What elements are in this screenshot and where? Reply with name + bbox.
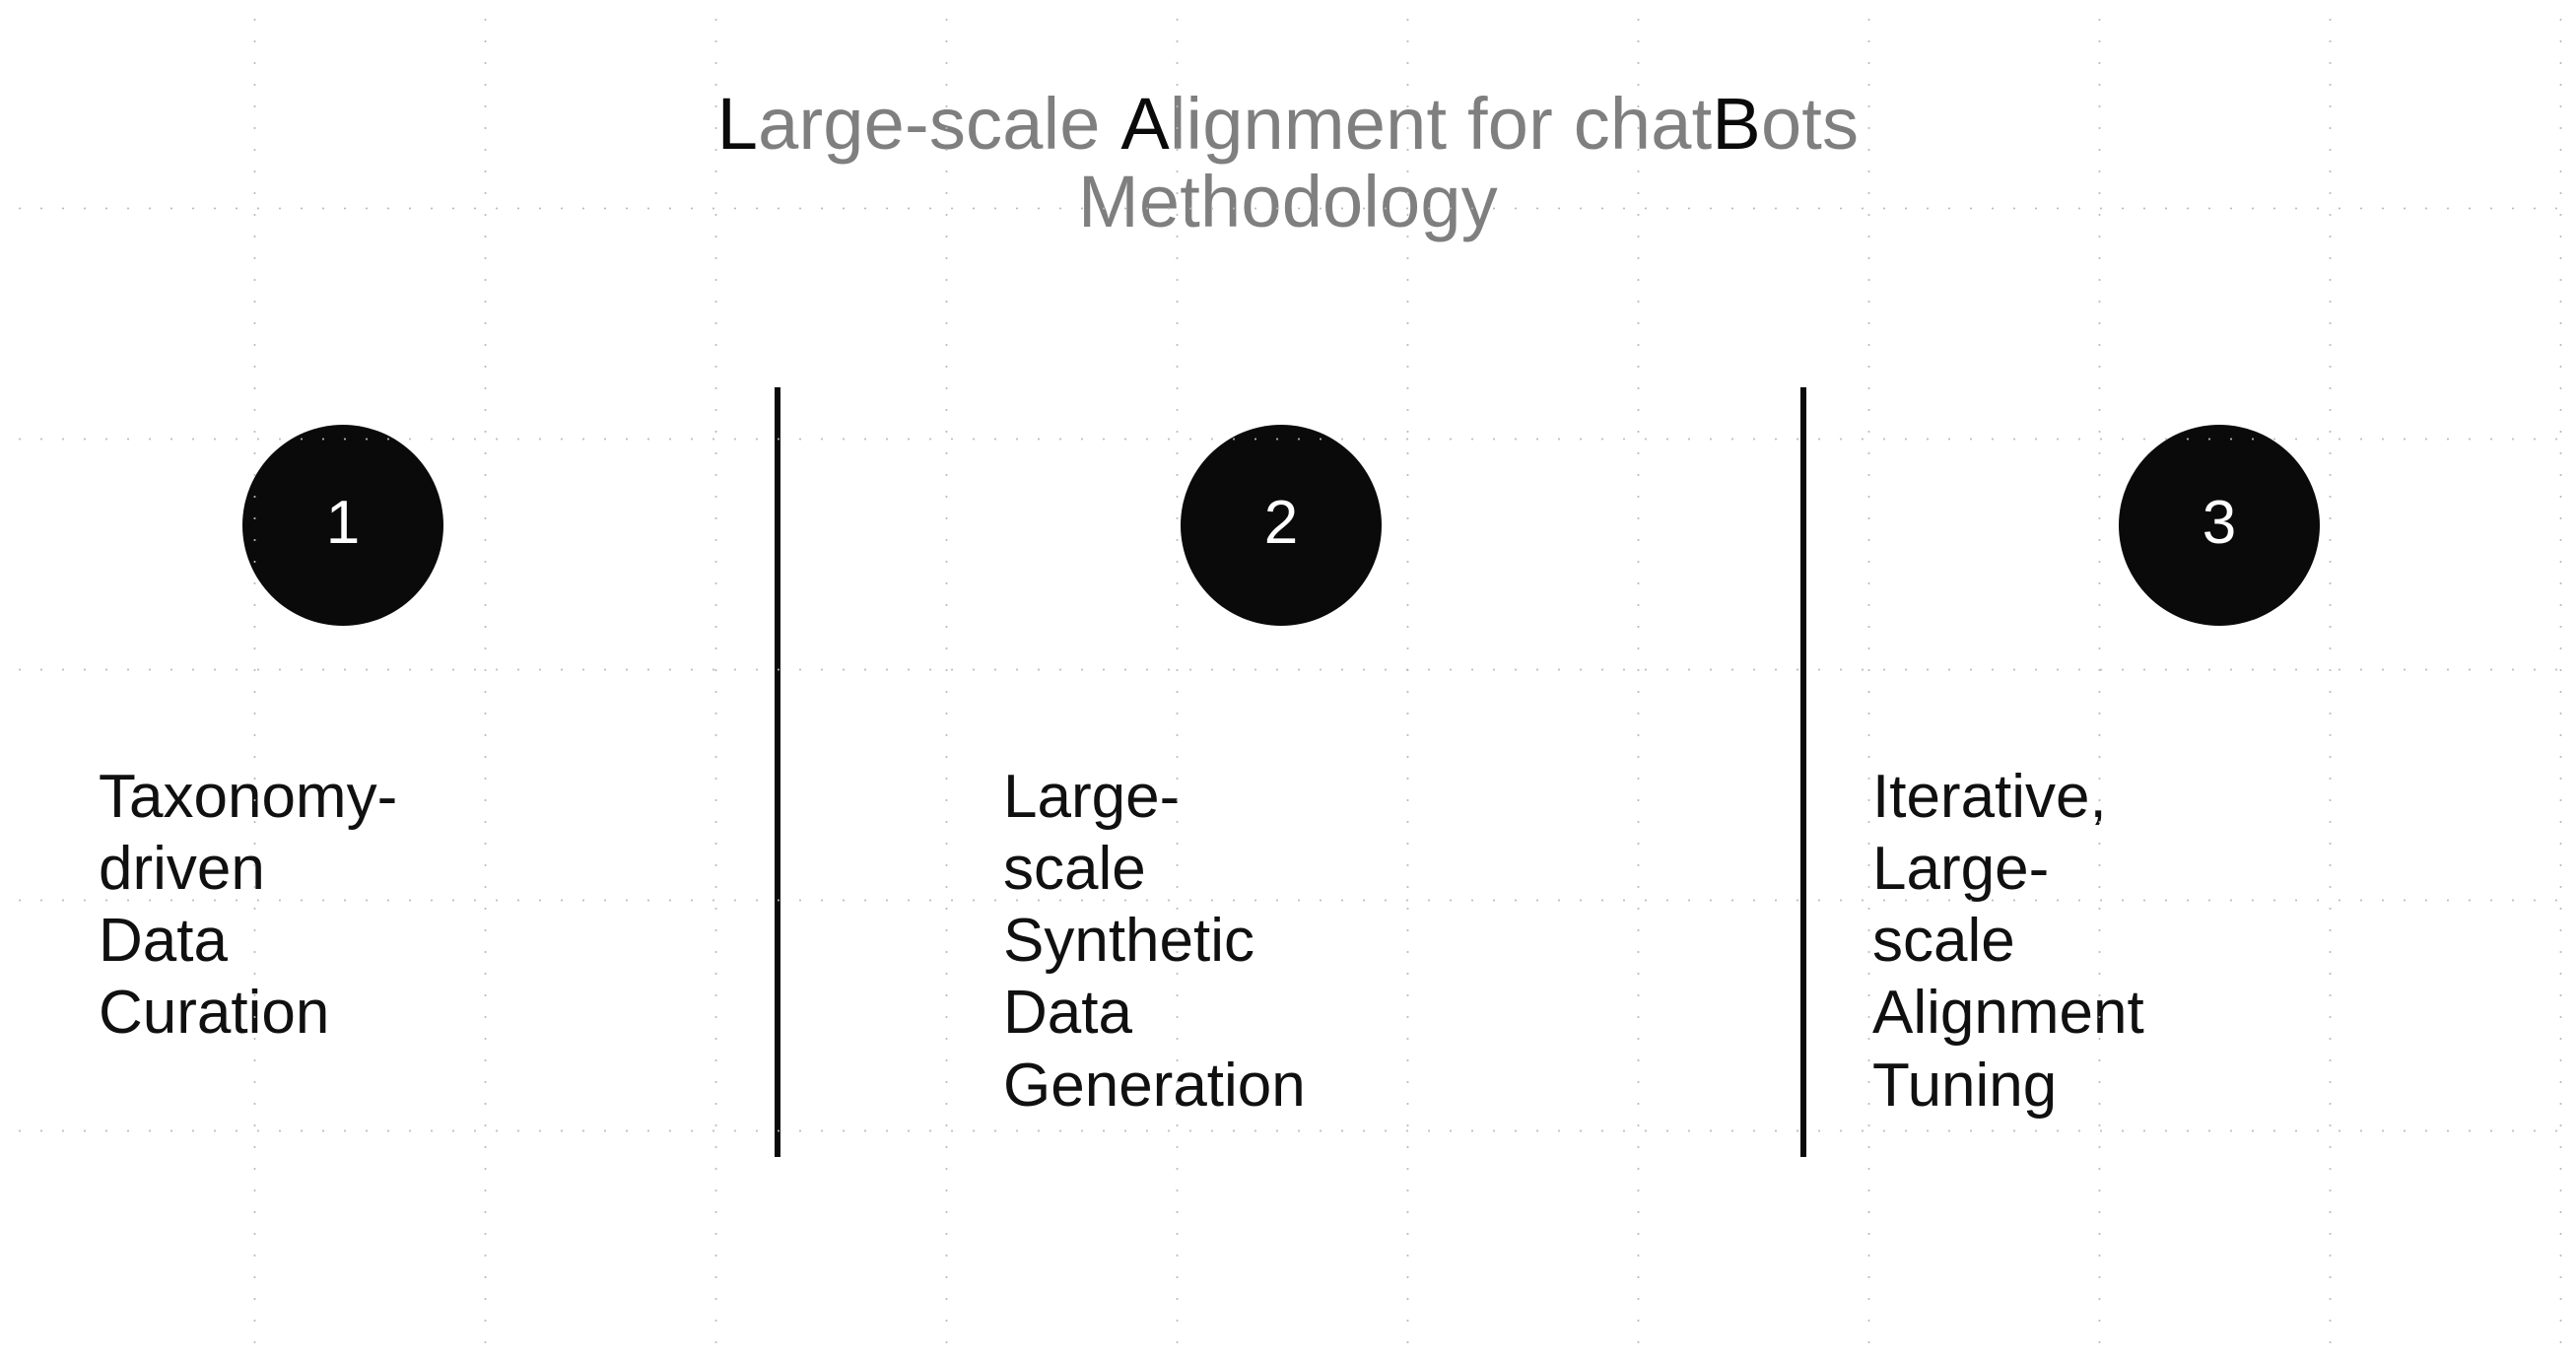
step-3-number: 3 <box>2202 489 2237 557</box>
title-acronym-letter-A: A <box>1120 83 1170 165</box>
step-1-label: Taxonomy-driven Data Curation <box>99 763 398 1048</box>
step-2-label: Large-scale Synthetic Data Generation <box>1003 763 1306 1120</box>
page-title-line-2: Methodology <box>1078 161 1498 243</box>
step-2-circle: 2 <box>1181 425 1382 626</box>
step-2-number: 2 <box>1263 489 1299 557</box>
title-text-segment-3: lignment for chat <box>1169 83 1713 165</box>
title-text-segment-1: arge-scale <box>758 83 1121 165</box>
step-1-circle: 1 <box>242 425 443 626</box>
step-divider-2 <box>1800 387 1806 1157</box>
step-divider-1 <box>775 387 780 1157</box>
title-text-segment-5: ots <box>1760 83 1860 165</box>
title-acronym-letter-B: B <box>1712 83 1761 165</box>
page-title-line-1: Large-scale Alignment for chatBots <box>0 87 2576 161</box>
title-block: Large-scale Alignment for chatBots Metho… <box>0 87 2576 239</box>
step-3-circle: 3 <box>2119 425 2320 626</box>
title-acronym-letter-L: L <box>716 83 759 165</box>
step-3-label: Iterative, Large-scale Alignment Tuning <box>1872 763 2144 1120</box>
step-1-number: 1 <box>325 489 361 557</box>
